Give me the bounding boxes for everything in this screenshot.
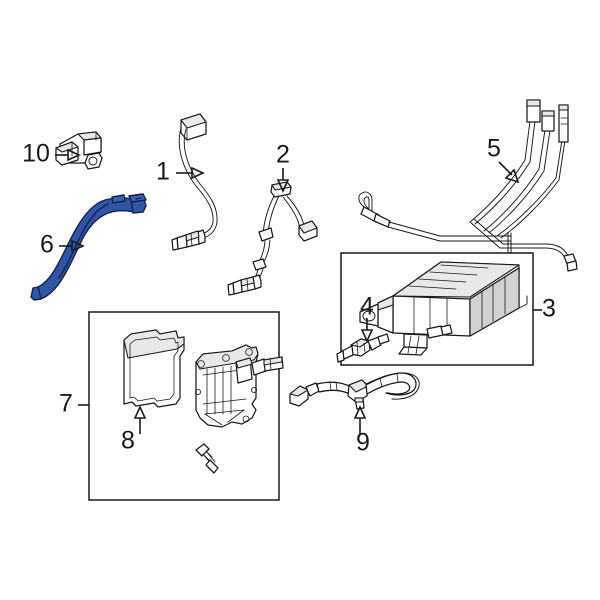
part-oxygen-sensor-downstream[interactable] — [227, 181, 318, 296]
part-fuel-vapor-hose-highlighted[interactable] — [30, 193, 147, 301]
callout-numbers: 1 2 3 4 5 6 7 8 9 10 — [22, 135, 556, 457]
callout-number-2: 2 — [276, 141, 290, 169]
module-group-box — [88, 311, 280, 501]
callout-number-8: 8 — [121, 427, 135, 455]
part-vapor-hose-connector[interactable] — [289, 372, 420, 410]
canister-group-box — [340, 252, 534, 366]
callout-number-10: 10 — [22, 140, 50, 168]
callout-number-5: 5 — [487, 135, 501, 163]
group-boxes — [88, 252, 534, 501]
callout-number-9: 9 — [356, 429, 370, 457]
part-vapor-canister[interactable] — [359, 261, 528, 356]
part-oxygen-sensor-upstream[interactable] — [171, 113, 218, 251]
part-purge-valve[interactable] — [336, 333, 390, 363]
callout-number-6: 6 — [40, 231, 54, 259]
part-fuel-tank-pressure-sensor[interactable] — [55, 131, 103, 170]
callout-number-3: 3 — [542, 295, 556, 323]
part-fuel-vapor-tube-assembly[interactable] — [358, 99, 578, 272]
callout-leaders — [55, 148, 542, 434]
callout-number-4: 4 — [360, 293, 374, 321]
part-engine-control-module[interactable] — [123, 329, 284, 474]
callout-number-7: 7 — [59, 390, 73, 418]
callout-number-1: 1 — [156, 158, 170, 186]
